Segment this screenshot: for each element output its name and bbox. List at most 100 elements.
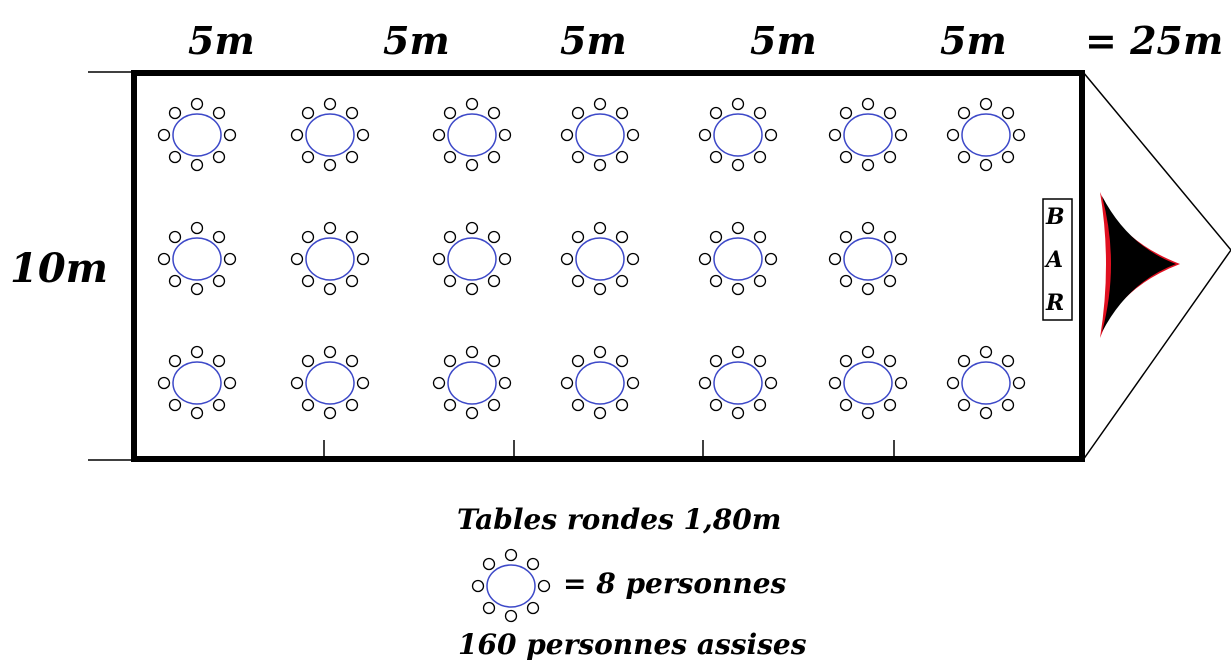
round-table: [432, 97, 512, 172]
chair: [526, 601, 540, 615]
round-table: [290, 97, 370, 172]
table-top: [843, 237, 893, 281]
table-top: [447, 113, 497, 157]
chair: [356, 376, 370, 390]
chair: [593, 158, 607, 172]
chair: [894, 252, 908, 266]
chair: [498, 128, 512, 142]
chair: [764, 252, 778, 266]
hall-outline: [131, 70, 1085, 462]
chair: [168, 230, 182, 244]
chair: [487, 150, 501, 164]
chair: [356, 128, 370, 142]
round-table: [828, 97, 908, 172]
chair: [883, 274, 897, 288]
chair: [593, 221, 607, 235]
chair: [212, 106, 226, 120]
height-label: 10m: [10, 245, 108, 292]
table-top: [575, 113, 625, 157]
chair: [168, 150, 182, 164]
chair: [839, 150, 853, 164]
chair: [212, 230, 226, 244]
chair: [482, 557, 496, 571]
chair: [731, 345, 745, 359]
chair: [356, 252, 370, 266]
chair: [223, 252, 237, 266]
dimension-label-4: 5m: [750, 18, 817, 63]
chair: [894, 376, 908, 390]
chair: [593, 406, 607, 420]
chair: [626, 128, 640, 142]
chair: [498, 376, 512, 390]
chair: [731, 97, 745, 111]
tables-layer: [157, 97, 1026, 420]
chair: [883, 230, 897, 244]
chair: [861, 97, 875, 111]
chair: [571, 230, 585, 244]
chair: [753, 106, 767, 120]
chair: [593, 282, 607, 296]
chair: [345, 398, 359, 412]
table-top: [172, 237, 222, 281]
chair: [345, 106, 359, 120]
round-table: [946, 97, 1026, 172]
round-table: [698, 221, 778, 296]
chair: [979, 406, 993, 420]
chair: [212, 274, 226, 288]
round-table: [828, 345, 908, 420]
chair: [626, 376, 640, 390]
round-table: [157, 97, 237, 172]
bottom-ticks: [323, 440, 895, 456]
table-top: [961, 113, 1011, 157]
chair: [487, 398, 501, 412]
chair: [1001, 106, 1015, 120]
chair: [698, 128, 712, 142]
chair: [883, 150, 897, 164]
chair: [443, 274, 457, 288]
chair: [753, 230, 767, 244]
chair: [571, 398, 585, 412]
chair: [571, 274, 585, 288]
chair: [482, 601, 496, 615]
chair: [323, 345, 337, 359]
chair: [504, 548, 518, 562]
table-top: [713, 361, 763, 405]
chair: [731, 221, 745, 235]
chair: [432, 376, 446, 390]
chair: [731, 158, 745, 172]
chair: [1012, 376, 1026, 390]
chair: [190, 158, 204, 172]
chair: [979, 158, 993, 172]
chair: [290, 376, 304, 390]
table-top: [843, 113, 893, 157]
dimension-label-1: 5m: [188, 18, 255, 63]
chair: [764, 128, 778, 142]
table-top: [575, 237, 625, 281]
chair: [560, 128, 574, 142]
chair: [537, 579, 551, 593]
chair: [190, 282, 204, 296]
chair: [615, 106, 629, 120]
chair: [168, 398, 182, 412]
chair: [301, 230, 315, 244]
round-table: [946, 345, 1026, 420]
chair: [323, 158, 337, 172]
chair: [487, 274, 501, 288]
chair: [465, 158, 479, 172]
chair: [301, 354, 315, 368]
chair: [946, 376, 960, 390]
chair: [839, 274, 853, 288]
chair: [301, 150, 315, 164]
chair: [212, 398, 226, 412]
chair: [698, 376, 712, 390]
dimension-label-3: 5m: [560, 18, 627, 63]
chair: [301, 106, 315, 120]
chair: [957, 150, 971, 164]
chair: [839, 398, 853, 412]
chair: [753, 150, 767, 164]
chair: [709, 230, 723, 244]
chair: [764, 376, 778, 390]
round-table: [698, 97, 778, 172]
chair: [626, 252, 640, 266]
